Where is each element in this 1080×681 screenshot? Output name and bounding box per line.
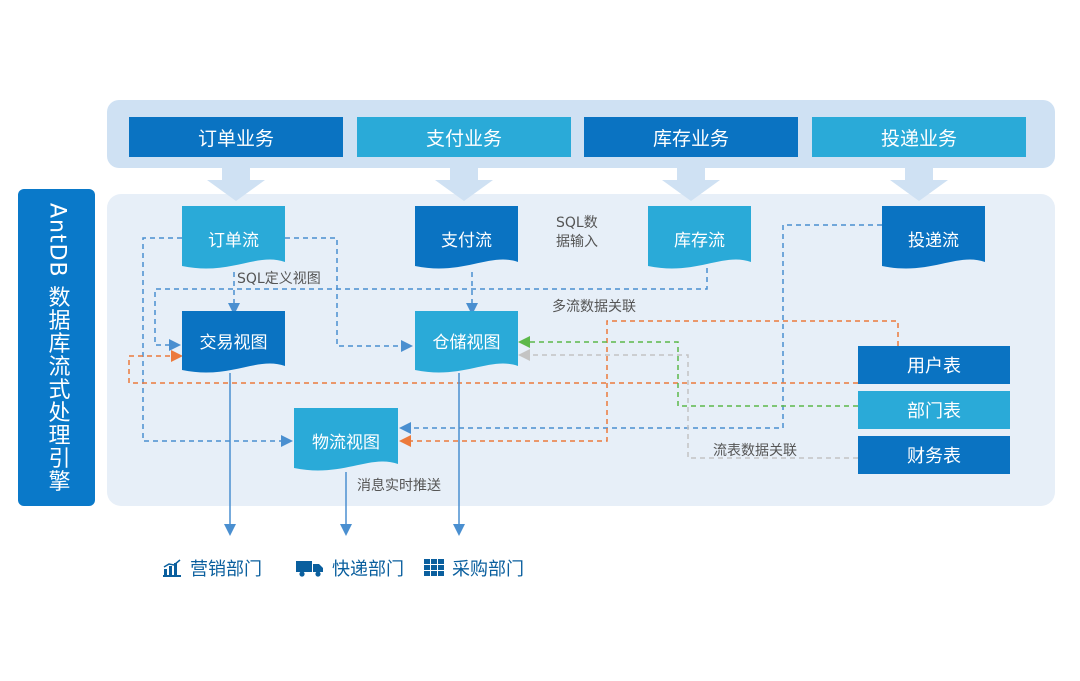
- line-order-to-warehouse: [285, 237, 413, 352]
- chart-icon: [163, 559, 181, 577]
- view-warehouse: 仓储视图: [415, 311, 518, 376]
- dept-purchasing: 采购部门: [424, 555, 524, 581]
- down-arrow-payment: [435, 168, 493, 201]
- down-arrow-delivery: [890, 168, 948, 201]
- table-user: 用户表: [858, 346, 1010, 384]
- label-sql-view: SQL定义视图: [237, 271, 321, 287]
- stream-inventory: 库存流: [648, 206, 751, 272]
- view-logistics: 物流视图: [294, 408, 398, 474]
- label-realtime-push: 消息实时推送: [357, 478, 441, 494]
- line-inventory-to-trade: [154, 268, 708, 351]
- line-finance-table: [518, 349, 858, 459]
- dept-marketing: 营销部门: [162, 555, 262, 581]
- stream-delivery: 投递流: [882, 206, 985, 272]
- biz-delivery: 投递业务: [812, 117, 1026, 157]
- biz-inventory: 库存业务: [584, 117, 798, 157]
- view-trade: 交易视图: [182, 311, 285, 376]
- line-user-table: [399, 320, 899, 447]
- dept-purchasing-label: 采购部门: [452, 559, 524, 580]
- dept-express: 快递部门: [296, 555, 404, 581]
- line-order-to-logistics: [142, 237, 293, 447]
- dept-express-label: 快递部门: [332, 559, 404, 580]
- dept-marketing-label: 营销部门: [190, 559, 262, 580]
- label-multi-stream: 多流数据关联: [552, 299, 636, 315]
- biz-order: 订单业务: [129, 117, 343, 157]
- engine-label: AntDB 数据库流式处理引擎: [18, 189, 95, 506]
- table-department: 部门表: [858, 391, 1010, 429]
- down-arrow-order: [207, 168, 265, 201]
- label-stream-table: 流表数据关联: [713, 443, 797, 459]
- stream-order: 订单流: [182, 206, 285, 272]
- line-dept-table: [518, 336, 858, 407]
- truck-icon: [296, 561, 323, 577]
- down-arrow-inventory: [662, 168, 720, 201]
- table-finance: 财务表: [858, 436, 1010, 474]
- grid-icon: [424, 559, 444, 576]
- line-user-to-trade: [128, 350, 858, 384]
- biz-payment: 支付业务: [357, 117, 571, 157]
- line-delivery-to-logistics: [399, 224, 882, 434]
- label-sql-input-2: 据输入: [556, 234, 598, 250]
- label-sql-input-1: SQL数: [556, 215, 598, 231]
- stream-payment: 支付流: [415, 206, 518, 272]
